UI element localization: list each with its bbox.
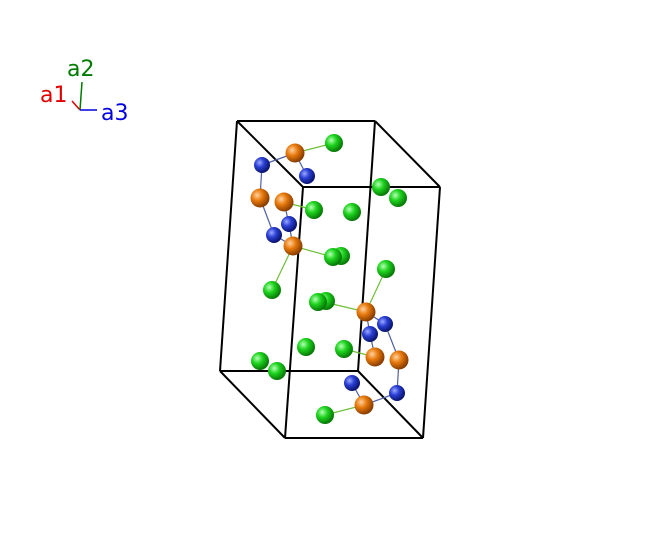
cell-edge [422,186,441,439]
cell-edge [357,370,424,439]
atoms [250,134,409,424]
cell-edge [357,120,376,372]
orange-atom [283,236,303,256]
a2-axis-label: a2 [67,57,94,82]
green-atom [305,201,323,219]
green-atom [377,260,395,278]
cell-edge [284,186,304,439]
blue-atom [389,385,405,401]
green-atom [297,338,315,356]
a3-axis-label: a3 [101,101,128,126]
orange-atom [365,347,385,367]
blue-atom [344,375,360,391]
orange-atom [354,395,374,415]
cell-edge [219,120,238,372]
unit-cell [219,120,441,439]
green-atom [343,203,361,221]
green-atom [316,406,334,424]
green-atom [251,352,269,370]
blue-atom [281,216,297,232]
green-atom [325,134,343,152]
orange-atom [285,143,305,163]
blue-atom [377,316,393,332]
cell-edge [219,370,286,439]
orange-atom [250,188,270,208]
a1-axis-line [71,100,81,111]
cell-edge [236,120,304,188]
green-atom [309,293,327,311]
axis-indicator: a1 a2 a3 [40,57,128,126]
orange-atom [274,192,294,212]
green-atom [268,362,286,380]
orange-atom [356,302,376,322]
blue-atom [362,326,378,342]
green-atom [335,340,353,358]
green-atom [324,248,342,266]
blue-atom [299,168,315,184]
orange-atom [389,350,409,370]
blue-atom [254,157,270,173]
green-atom [263,281,281,299]
blue-atom [266,227,282,243]
cell-edge [374,120,441,188]
green-atom [372,178,390,196]
a2-axis-line [79,81,83,111]
green-atom [389,189,407,207]
a1-axis-label: a1 [40,83,67,108]
